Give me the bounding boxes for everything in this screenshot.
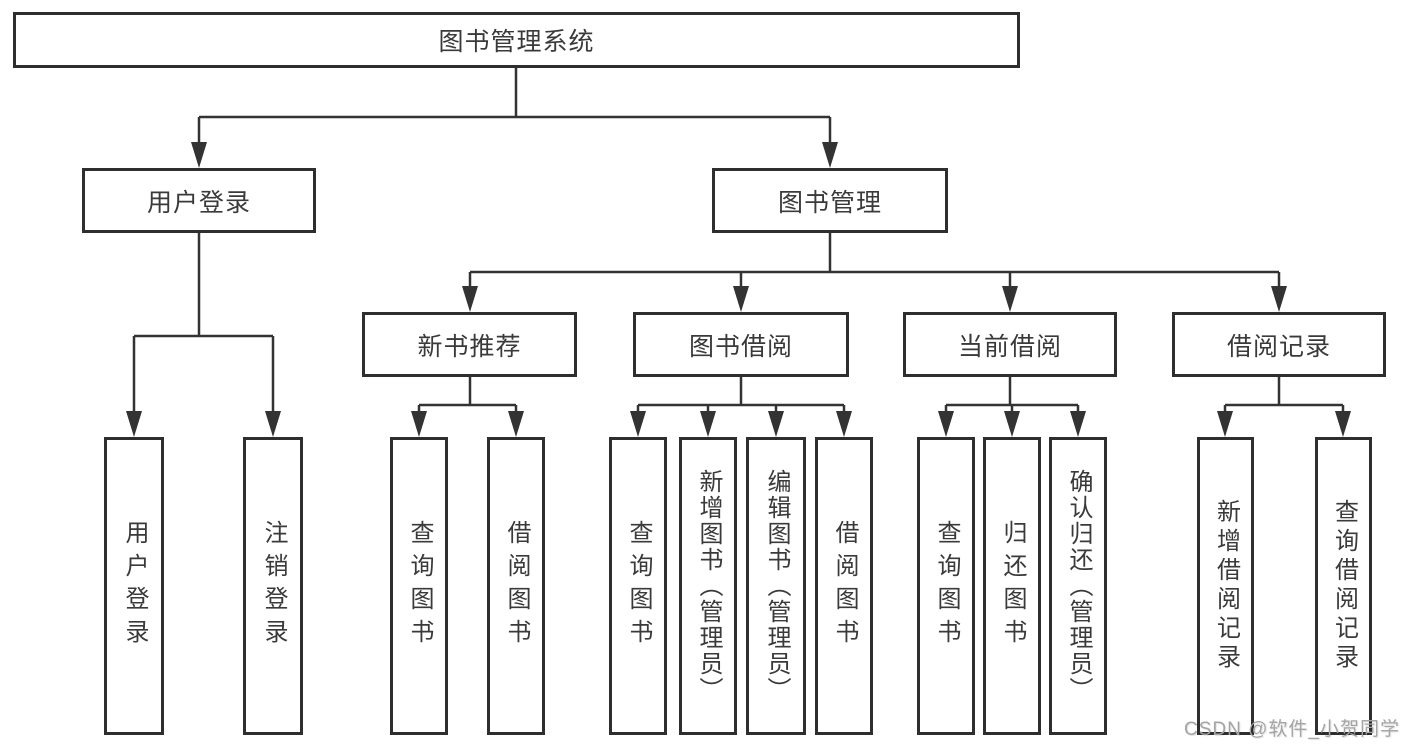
- node-book-management-label: 图书管理: [777, 188, 882, 217]
- leaf-edit-book-admin: 编辑图书（管理员）: [746, 437, 806, 735]
- leaf-query-books-current-label: 查询图书: [933, 520, 960, 652]
- leaf-logout-label: 注销登录: [260, 520, 287, 652]
- leaf-query-borrow-record-label: 查询借阅记录: [1330, 499, 1358, 673]
- leaf-user-login-label: 用户登录: [121, 520, 148, 652]
- node-borrow-records: 借阅记录: [1172, 312, 1386, 377]
- node-borrow-records-label: 借阅记录: [1226, 332, 1331, 361]
- node-user-login-label: 用户登录: [146, 188, 251, 217]
- node-new-book-recommend: 新书推荐: [362, 312, 577, 377]
- node-book-borrow: 图书借阅: [633, 312, 849, 377]
- node-current-borrow-label: 当前借阅: [957, 332, 1062, 361]
- node-book-management: 图书管理: [712, 168, 948, 233]
- connector-root-to-level2: [191, 68, 838, 168]
- node-current-borrow: 当前借阅: [903, 312, 1117, 377]
- leaf-edit-book-admin-label: 编辑图书（管理员）: [763, 469, 790, 703]
- node-book-borrow-label: 图书借阅: [688, 332, 793, 361]
- leaf-borrow-books-label: 借阅图书: [831, 520, 858, 652]
- leaf-return-book: 归还图书: [983, 437, 1041, 735]
- leaf-user-login: 用户登录: [104, 437, 164, 735]
- leaf-logout: 注销登录: [243, 437, 303, 735]
- leaf-confirm-return-admin-label: 确认归还（管理员）: [1065, 469, 1092, 703]
- node-system-root: 图书管理系统: [13, 12, 1020, 68]
- leaf-query-borrow-record: 查询借阅记录: [1315, 437, 1372, 735]
- leaf-add-borrow-record: 新增借阅记录: [1197, 437, 1254, 735]
- leaf-query-books-recommend: 查询图书: [390, 437, 448, 735]
- leaf-borrow-books-recommend-label: 借阅图书: [503, 520, 530, 652]
- connector-book-management-children: [462, 233, 1287, 312]
- leaf-add-borrow-record-label: 新增借阅记录: [1212, 499, 1240, 673]
- leaf-add-book-admin-label: 新增图书（管理员）: [695, 469, 722, 703]
- node-system-root-label: 图书管理系统: [438, 28, 595, 56]
- leaf-add-book-admin: 新增图书（管理员）: [679, 437, 737, 735]
- csdn-watermark: CSDN @软件_小贺同学: [1184, 719, 1400, 740]
- leaf-return-book-label: 归还图书: [999, 520, 1026, 652]
- leaf-borrow-books: 借阅图书: [815, 437, 873, 735]
- leaf-query-books-current: 查询图书: [917, 437, 975, 735]
- node-new-book-recommend-label: 新书推荐: [417, 332, 522, 361]
- connector-borrow-records-children: [1217, 377, 1351, 437]
- leaf-borrow-books-recommend: 借阅图书: [487, 437, 545, 735]
- leaf-query-books-borrow: 查询图书: [609, 437, 667, 735]
- leaf-confirm-return-admin: 确认归还（管理员）: [1049, 437, 1107, 735]
- connector-book-borrow-children: [630, 377, 852, 437]
- leaf-query-books-borrow-label: 查询图书: [625, 520, 652, 652]
- node-user-login: 用户登录: [82, 168, 316, 233]
- leaf-query-books-recommend-label: 查询图书: [406, 520, 433, 652]
- connector-user-login-children: [126, 233, 281, 437]
- connector-new-book-children: [411, 377, 524, 437]
- connector-current-borrow-children: [938, 377, 1086, 437]
